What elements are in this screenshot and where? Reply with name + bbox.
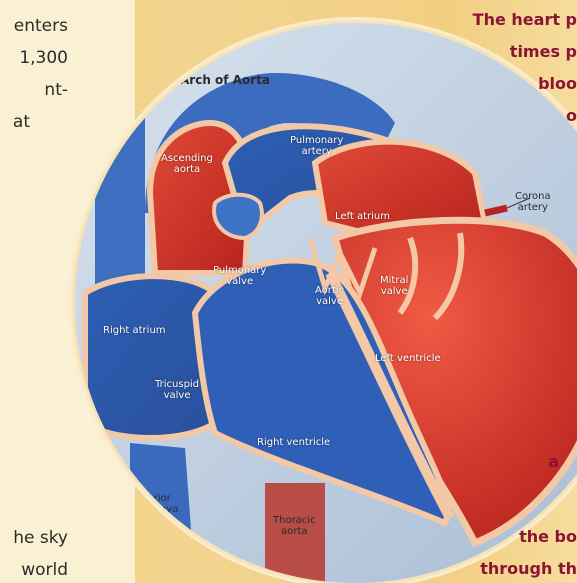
label-aortic-valve: Aortic valve bbox=[315, 285, 344, 307]
label-inferior-vena-cava-line-2: vena cava bbox=[127, 504, 178, 515]
right-line-3: bloo bbox=[473, 68, 577, 100]
label-ascending-aorta-line-1: Ascending bbox=[161, 153, 213, 164]
label-mitral-valve-line-1: Mitral bbox=[380, 275, 408, 286]
label-coronary-artery-line-1: Corona bbox=[515, 191, 551, 202]
label-tricuspid-valve: Tricuspid valve bbox=[155, 379, 199, 401]
label-ascending-aorta: Ascending aorta bbox=[161, 153, 213, 175]
right-callout-text-bottom: the bo through th bbox=[480, 521, 577, 583]
label-superior-vena-cava-line-1: Superior bbox=[77, 125, 119, 136]
label-tricuspid-valve-line-1: Tricuspid bbox=[155, 379, 199, 390]
label-coronary-artery-line-2: artery bbox=[515, 202, 551, 213]
right-line-14: a bbox=[548, 446, 577, 478]
label-right-atrium: Right atrium bbox=[103, 325, 166, 336]
label-thoracic-aorta-line-1: Thoracic bbox=[273, 515, 316, 526]
label-inferior-vena-cava-line-1: Inferior bbox=[127, 493, 178, 504]
label-coronary-artery: Corona artery bbox=[515, 191, 551, 213]
right-line-17: through th bbox=[480, 553, 577, 583]
label-superior-vena-cava-line-2: vena bbox=[77, 136, 119, 147]
right-line-2: times p bbox=[473, 36, 577, 68]
left-line-15: he sky bbox=[0, 522, 150, 554]
right-callout-text: The heart p times p bloo o bbox=[473, 4, 577, 132]
label-arch-of-aorta: Arch of Aorta bbox=[180, 75, 270, 86]
label-inferior-vena-cava: Inferior vena cava bbox=[127, 493, 178, 515]
label-ascending-aorta-line-2: aorta bbox=[161, 164, 213, 175]
label-left-ventricle: Left ventricle bbox=[375, 353, 441, 364]
right-line-4: o bbox=[473, 100, 577, 132]
right-line-1: The heart p bbox=[473, 4, 577, 36]
label-right-ventricle: Right ventricle bbox=[257, 437, 330, 448]
right-callout-text-mid: a bbox=[548, 446, 577, 478]
left-line-1: enters bbox=[0, 10, 150, 42]
label-tricuspid-valve-line-2: valve bbox=[155, 390, 199, 401]
label-pulmonary-valve-line-2: valve bbox=[213, 276, 266, 287]
label-left-atrium: Left atrium bbox=[335, 211, 390, 222]
coronary-artery-shape bbox=[485, 208, 507, 213]
left-line-3: nt- bbox=[0, 74, 150, 106]
left-line-2: 1,300 bbox=[0, 42, 150, 74]
label-pulmonary-valve: Pulmonary valve bbox=[213, 265, 266, 287]
label-pulmonary-valve-line-1: Pulmonary bbox=[213, 265, 266, 276]
label-superior-vena-cava: Superior vena cava bbox=[77, 125, 119, 158]
label-aortic-valve-line-2: valve bbox=[315, 296, 344, 307]
label-pulmonary-artery-line-1: Pulmonary bbox=[290, 135, 343, 146]
left-body-text-bottom: he sky world bbox=[0, 522, 150, 583]
label-pulmonary-artery: Pulmonary artery bbox=[290, 135, 343, 157]
label-aortic-valve-line-1: Aortic bbox=[315, 285, 344, 296]
label-superior-vena-cava-line-3: cava bbox=[77, 147, 119, 158]
left-line-16: world bbox=[0, 554, 150, 583]
label-thoracic-aorta: Thoracic aorta bbox=[273, 515, 316, 537]
label-mitral-valve-line-2: valve bbox=[380, 286, 408, 297]
label-thoracic-aorta-line-2: aorta bbox=[273, 526, 316, 537]
label-pulmonary-artery-line-2: artery bbox=[290, 146, 343, 157]
left-body-text: enters 1,300 nt- at bbox=[0, 10, 150, 138]
right-line-16: the bo bbox=[480, 521, 577, 553]
label-mitral-valve: Mitral valve bbox=[380, 275, 408, 297]
